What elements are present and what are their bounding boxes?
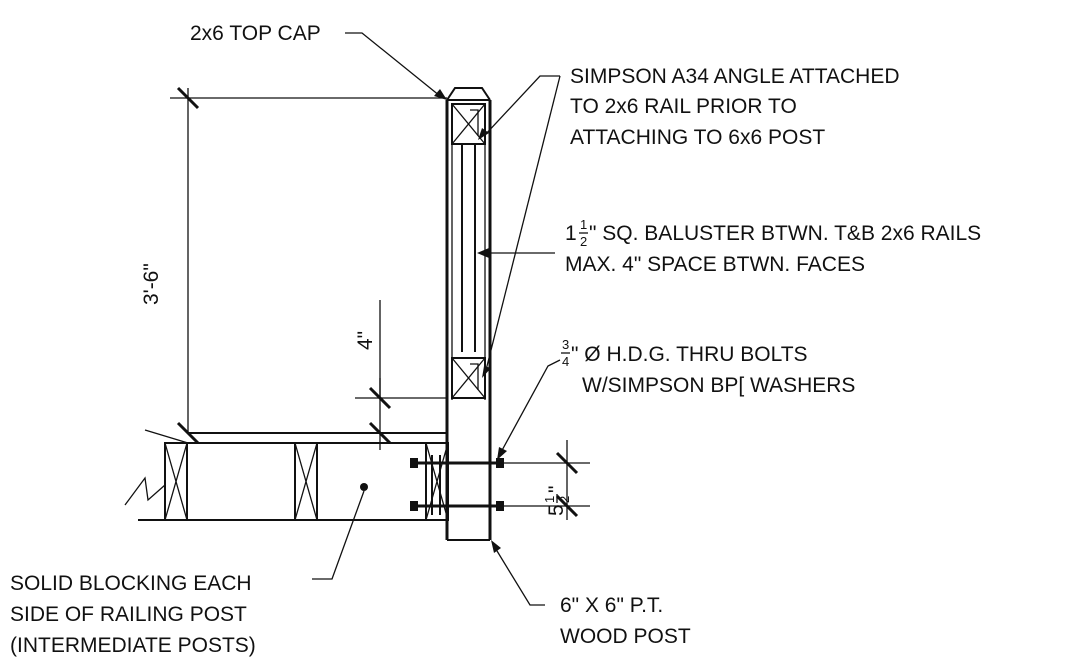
bolt-spacing-whole: 5: [545, 504, 568, 516]
leader-lines: [312, 32, 561, 606]
label-baluster-line2: MAX. 4" SPACE BTWN. FACES: [565, 253, 865, 276]
label-angle-line1: SIMPSON A34 ANGLE ATTACHED: [570, 65, 900, 88]
wood-post: [445, 87, 492, 541]
callout-labels: 2x6 TOP CAP SIMPSON A34 ANGLE ATTACHED T…: [10, 22, 981, 657]
blocking-point: [360, 483, 368, 491]
a34-angle-top: [470, 109, 479, 136]
dimension-gap: 4": [354, 300, 447, 450]
rail-height-dimension: 3'-6": [140, 263, 163, 305]
dimension-rail-height: 3'-6": [140, 86, 447, 445]
label-baluster-den: 2: [580, 234, 587, 249]
top-cap: [446, 87, 491, 101]
label-bolts-line2: W/SIMPSON BP[ WASHERS: [582, 374, 855, 397]
label-baluster-whole: 1: [565, 222, 577, 245]
label-baluster-num: 1: [580, 217, 587, 232]
a34-angle-bottom: [470, 363, 479, 390]
label-blocking-line1: SOLID BLOCKING EACH: [10, 572, 252, 595]
bolt-spacing-num: 1: [542, 496, 557, 503]
label-post-line2: WOOD POST: [560, 625, 691, 648]
label-blocking-line2: SIDE OF RAILING POST: [10, 603, 247, 626]
label-top-cap: 2x6 TOP CAP: [190, 22, 321, 45]
label-blocking-line3: (INTERMEDIATE POSTS): [10, 634, 256, 657]
label-post-line1: 6" X 6" P.T.: [560, 594, 663, 617]
label-bolts-den: 4: [562, 354, 569, 369]
label-baluster-line1: " SQ. BALUSTER BTWN. T&B 2x6 RAILS: [589, 222, 981, 245]
gap-dimension: 4": [354, 331, 377, 350]
label-bolts-num: 3: [562, 337, 569, 352]
label-angle-line3: ATTACHING TO 6x6 POST: [570, 126, 825, 149]
bolt-spacing-den: 2: [557, 496, 572, 503]
break-line: [124, 476, 166, 506]
deck-framing: [124, 429, 449, 521]
label-bolts-line1: " Ø H.D.G. THRU BOLTS: [571, 343, 808, 366]
dimension-bolt-spacing: 5 1 2 ": [500, 440, 590, 520]
bolt-spacing-inch: ": [545, 486, 568, 493]
label-angle-line2: TO 2x6 RAIL PRIOR TO: [570, 95, 797, 118]
